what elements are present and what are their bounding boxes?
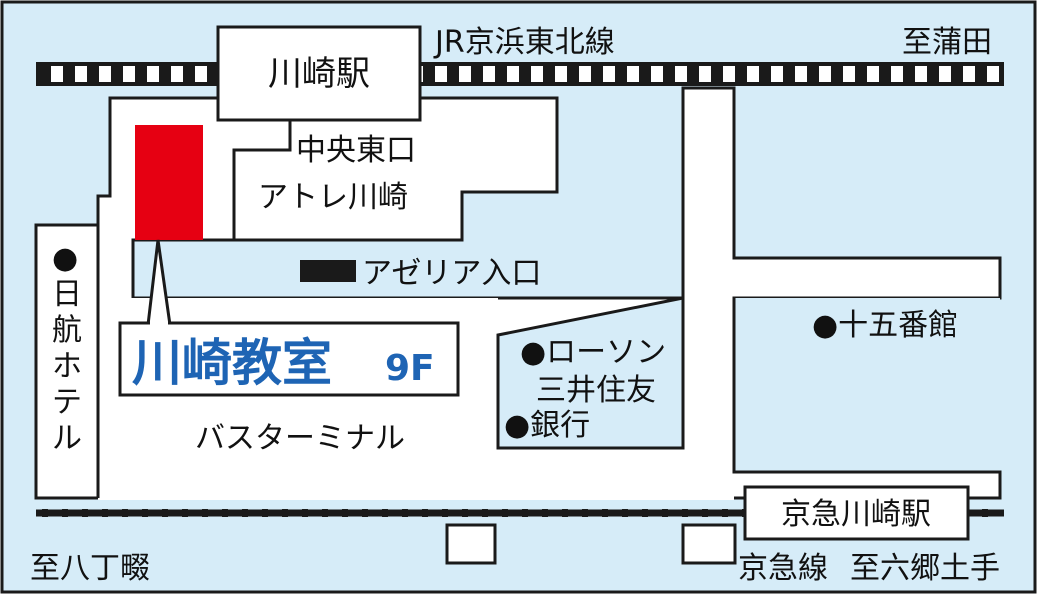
central-east-exit-label: 中央東口 — [296, 133, 416, 168]
road-stub-right — [681, 523, 737, 565]
keikyu-station-box — [743, 485, 970, 541]
block-right — [734, 298, 1000, 472]
destination-building — [135, 125, 203, 240]
svg-text:●: ● — [52, 241, 78, 276]
jr-station-box — [216, 25, 422, 122]
atre-label: アトレ川崎 — [258, 180, 408, 215]
destination-callout — [118, 321, 460, 397]
svg-text:ル: ル — [52, 421, 82, 456]
callout-pointer — [146, 239, 172, 326]
road-stub-left — [445, 523, 497, 565]
keikyu-line-label: 京急線 — [738, 551, 828, 586]
svg-text:ホ: ホ — [52, 349, 82, 384]
svg-text:日: 日 — [52, 277, 82, 312]
keikyu-station-label: 京急川崎駅 — [781, 497, 931, 532]
jr-railway — [36, 62, 1004, 86]
destination-floor: 9F — [385, 348, 435, 389]
block-lawson — [496, 296, 685, 450]
smbc-label-1: 三井住友 — [536, 373, 656, 408]
jr-line-label: JR京浜東北線 — [433, 25, 615, 60]
bus-terminal-label: バスターミナル — [195, 421, 405, 456]
block-right-edge — [732, 298, 1000, 474]
smbc-label-2: ●銀行 — [504, 408, 590, 443]
jr-station-label: 川崎駅 — [268, 54, 370, 94]
to-rokugodote-label: 至六郷土手 — [850, 551, 1000, 586]
destination-title: 川崎教室 — [132, 334, 332, 392]
road-lower-block — [498, 448, 734, 500]
jugoban-label: ●十五番館 — [812, 308, 958, 343]
to-hatchonawate-label: 至八丁畷 — [30, 551, 150, 586]
nikko-hotel-label: ● 日 航 ホ テ ル — [52, 241, 82, 456]
azalea-entrance-marker — [300, 260, 356, 282]
azalea-entrance-label: アゼリア入口 — [362, 256, 541, 291]
svg-text:テ: テ — [52, 385, 82, 420]
svg-text:航: 航 — [52, 313, 82, 348]
to-kamata-label: 至蒲田 — [902, 25, 992, 60]
lawson-label: ●ローソン — [520, 335, 666, 370]
building-atre — [232, 96, 559, 242]
